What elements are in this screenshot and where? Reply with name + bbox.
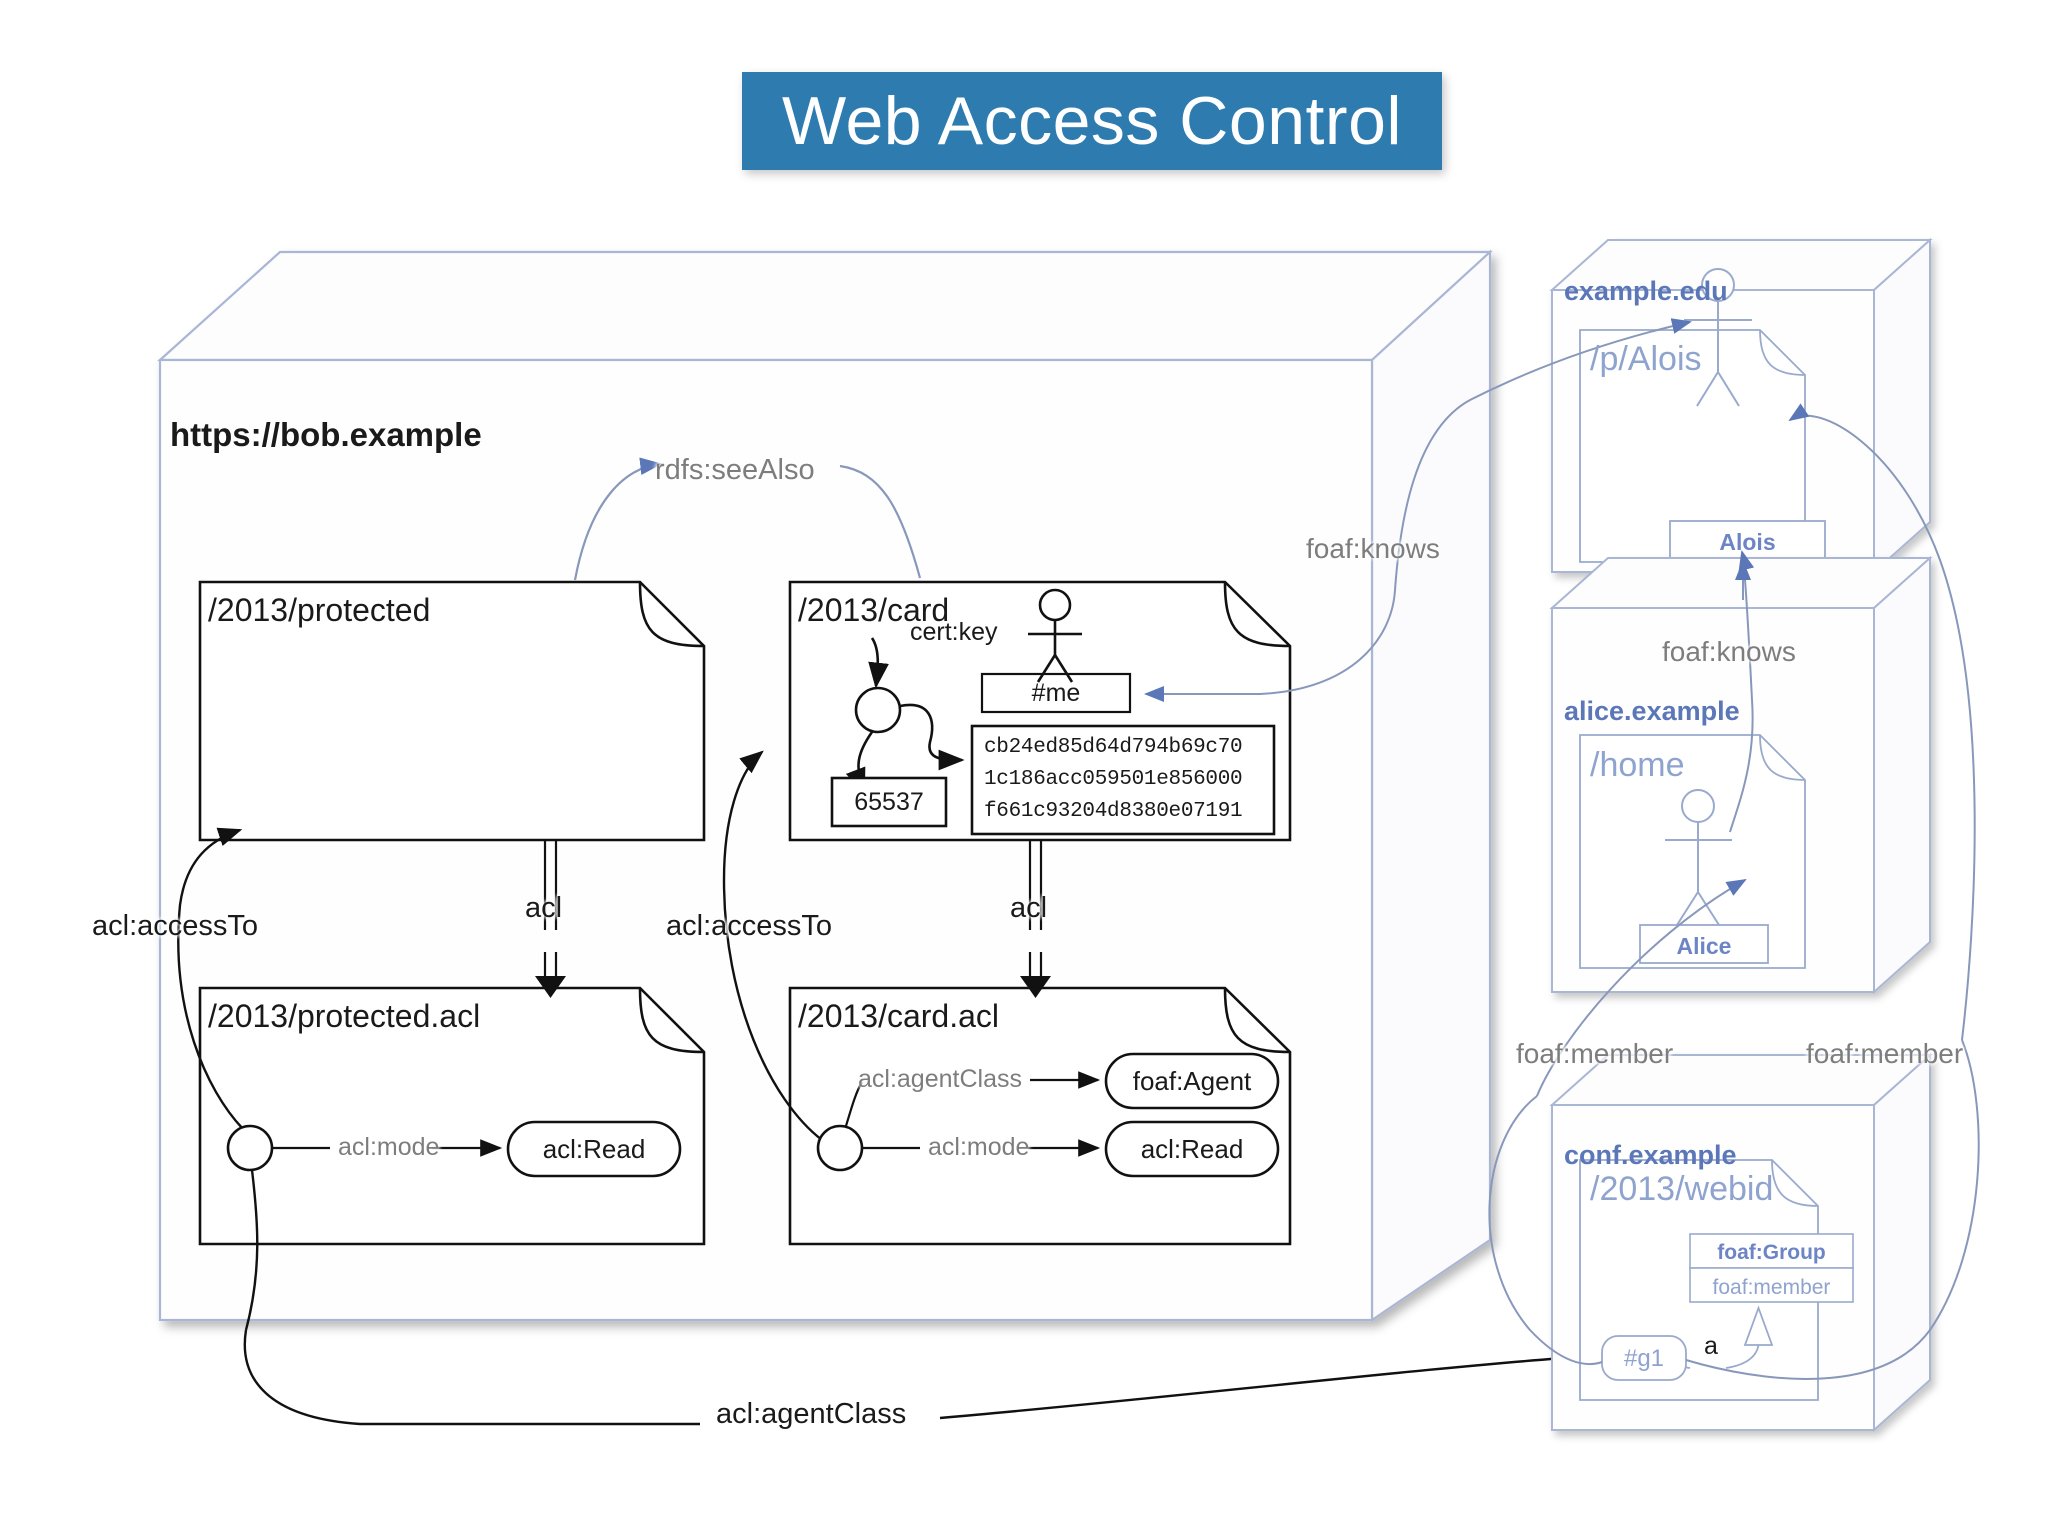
edge-foaf-knows-bob-alois	[1144, 318, 1692, 702]
doc-label-2013-webid: /2013/webid	[1590, 1170, 1774, 1208]
edge-rdfs-seealso	[573, 457, 922, 581]
edge-label-acl-accessto-left: acl:accessTo	[92, 910, 259, 942]
doc-2013-protected	[198, 580, 706, 842]
card-acl-agentclass-value: foaf:Agent	[1132, 1066, 1252, 1096]
doc-2013-webid	[1579, 1159, 1854, 1401]
exponent-label: 65537	[854, 788, 924, 816]
edge-label-acl-accessto-right: acl:accessTo	[666, 910, 833, 942]
doc-label-p-alois: /p/Alois	[1590, 340, 1702, 378]
edge-acl-accessto-left	[177, 827, 244, 1130]
edge-label-acl-right: acl	[1010, 892, 1048, 924]
edge-foaf-member-right	[1685, 403, 1980, 1380]
protected-acl-graph	[226, 1120, 682, 1331]
doc-p-alois	[1579, 268, 1826, 563]
class-box-property-foaf-member: foaf:member	[1712, 1276, 1831, 1299]
protected-acl-mode-label: acl:mode	[338, 1133, 440, 1161]
edge-foaf-member-left	[1488, 879, 1747, 1366]
doc-label-card-acl: /2013/card.acl	[798, 998, 1000, 1034]
card-cert-graph	[830, 588, 1276, 836]
class-box-header-foaf-group: foaf:Group	[1717, 1241, 1826, 1264]
modulus-line-3: f661c93204d8380e07191	[984, 800, 1243, 823]
edge-label-foaf-member-left: foaf:member	[1516, 1038, 1674, 1069]
page-title: Web Access Control	[781, 83, 1402, 159]
edge-acl-agentclass-bottom	[243, 1329, 1593, 1426]
edge-acl-accessto-right	[722, 750, 823, 1141]
card-acl-mode-label: acl:mode	[928, 1133, 1030, 1161]
card-acl-mode-value: acl:Read	[1140, 1134, 1244, 1164]
doc-label-home: /home	[1590, 746, 1685, 784]
edge-acl-left	[535, 840, 566, 998]
me-node-label: #me	[1031, 679, 1081, 707]
doc-label-protected-acl: /2013/protected.acl	[208, 998, 481, 1034]
edge-label-foaf-member-right: foaf:member	[1806, 1038, 1964, 1069]
edge-label-acl-agentclass: acl:agentClass	[716, 1398, 907, 1430]
edge-label-rdf-type: a	[1704, 1332, 1718, 1360]
container-label-alice-example: alice.example	[1564, 696, 1740, 726]
doc-label-protected: /2013/protected	[208, 592, 431, 628]
doc-2013-card-acl	[788, 986, 1292, 1246]
doc-label-card: /2013/card	[798, 592, 950, 628]
person-name-alice: Alice	[1676, 933, 1732, 959]
person-name-alois: Alois	[1719, 529, 1776, 555]
edge-label-rdfs-seealso: rdfs:seeAlso	[655, 454, 815, 486]
edge-label-acl-left: acl	[525, 892, 563, 924]
edge-label-foaf-knows-left: foaf:knows	[1306, 533, 1440, 564]
protected-acl-mode-value: acl:Read	[542, 1134, 646, 1164]
container-label-conf-example: conf.example	[1564, 1140, 1737, 1170]
edge-acl-right	[1020, 840, 1051, 998]
slide-title-banner: Web Access Control	[742, 72, 1442, 170]
card-acl-agentclass-label: acl:agentClass	[858, 1065, 1022, 1093]
group-node-g1: #g1	[1623, 1345, 1665, 1372]
doc-2013-protected-acl	[198, 986, 706, 1246]
edge-label-foaf-knows-right: foaf:knows	[1662, 636, 1796, 667]
container-label-bob-example: https://bob.example	[170, 416, 482, 453]
doc-home	[1579, 734, 1806, 969]
container-label-example-edu: example.edu	[1564, 276, 1728, 306]
modulus-line-1: cb24ed85d64d794b69c70	[984, 736, 1243, 759]
edge-foaf-knows-alice-alois	[1729, 550, 1755, 833]
modulus-line-2: 1c186acc059501e856000	[984, 768, 1243, 791]
card-acl-graph	[816, 1052, 1280, 1178]
cert-key-label: cert:key	[910, 618, 998, 646]
